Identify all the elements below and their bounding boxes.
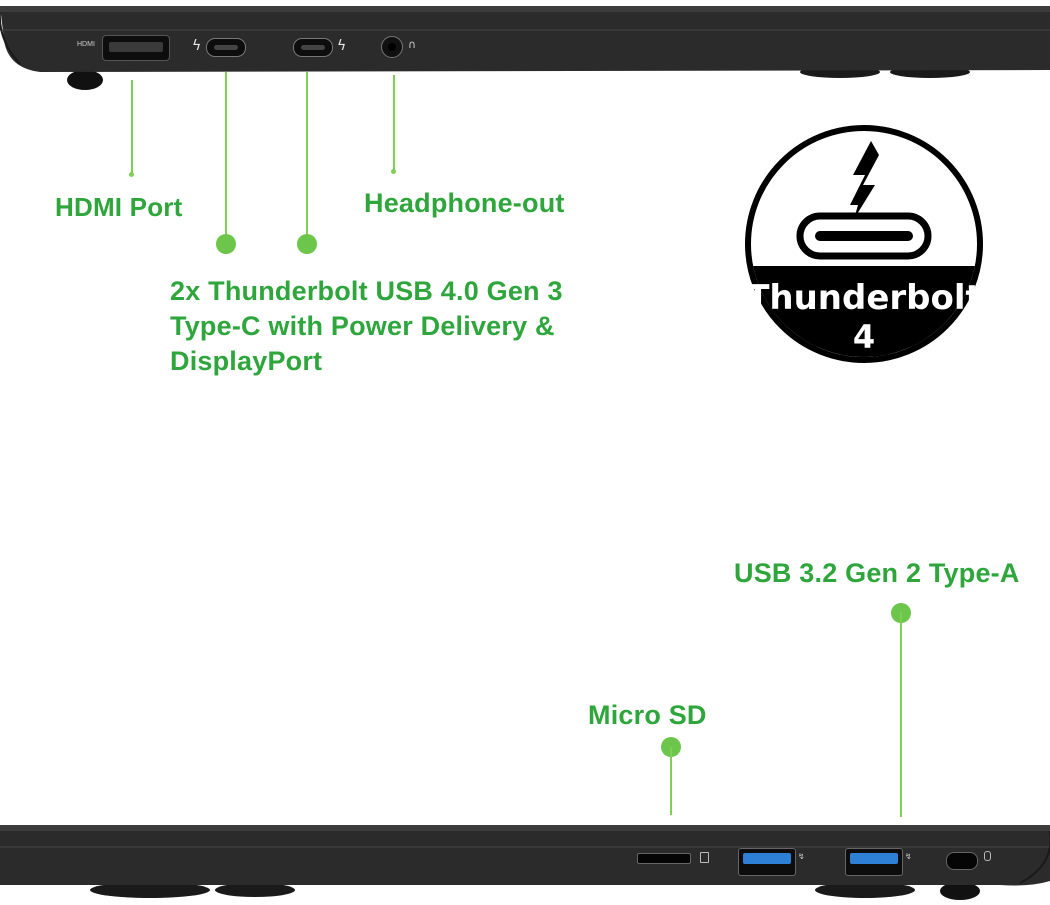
hdmi-port-label: HDMI Port [55, 192, 183, 222]
usb-c-1-callout-dot [216, 234, 236, 254]
usb-c-2-callout-dot [297, 234, 317, 254]
kensington-lock-slot [946, 852, 978, 870]
thunderbolt-label-line-1: 2x Thunderbolt USB 4.0 Gen 3 [170, 276, 563, 306]
usb-c-1-callout-line [225, 72, 227, 242]
headphone-icon: ∩ [408, 38, 417, 51]
usb-c-port-1 [206, 38, 246, 57]
micro-sd-label: Micro SD [588, 700, 707, 730]
bolt-icon [850, 141, 879, 219]
usb-c-2-callout-line [306, 72, 308, 242]
micro-sd-slot [637, 853, 691, 864]
usb-a-label: USB 3.2 Gen 2 Type-A [734, 558, 1020, 588]
thunderbolt-bolt-icon: ϟ [192, 38, 202, 54]
usb-a-callout-line [900, 612, 902, 817]
sd-card-icon [700, 852, 709, 863]
badge-number: 4 [852, 318, 876, 356]
lock-icon [984, 851, 991, 861]
laptop-left-side [0, 0, 1050, 95]
usb-a-port-2 [845, 848, 903, 876]
ss-usb-icon: ↯ [905, 852, 912, 861]
badge-title: Thunderbolt [746, 278, 982, 318]
headphone-jack [381, 36, 403, 58]
thunderbolt-bolt-icon: ϟ [337, 38, 347, 54]
hdmi-port-text: HDMI [77, 41, 95, 48]
usb-a-port-1 [738, 848, 796, 876]
thunderbolt-ports-label: 2x Thunderbolt USB 4.0 Gen 3 Type-C with… [170, 274, 640, 379]
ss-usb-icon: ↯ [798, 852, 805, 861]
headphone-callout-line [393, 75, 395, 171]
thunderbolt-4-badge: Thunderbolt 4 [743, 123, 985, 365]
headphone-callout-dot [391, 169, 396, 174]
thunderbolt-label-line-2: Type-C with Power Delivery & [170, 311, 555, 341]
usb-c-port-2 [293, 38, 333, 57]
hdmi-port [102, 35, 170, 61]
hdmi-callout-dot [129, 172, 134, 177]
micro-sd-callout-line [670, 747, 672, 815]
headphone-out-label: Headphone-out [364, 188, 565, 218]
thunderbolt-label-line-3: DisplayPort [170, 346, 323, 376]
hdmi-callout-line [131, 80, 133, 174]
